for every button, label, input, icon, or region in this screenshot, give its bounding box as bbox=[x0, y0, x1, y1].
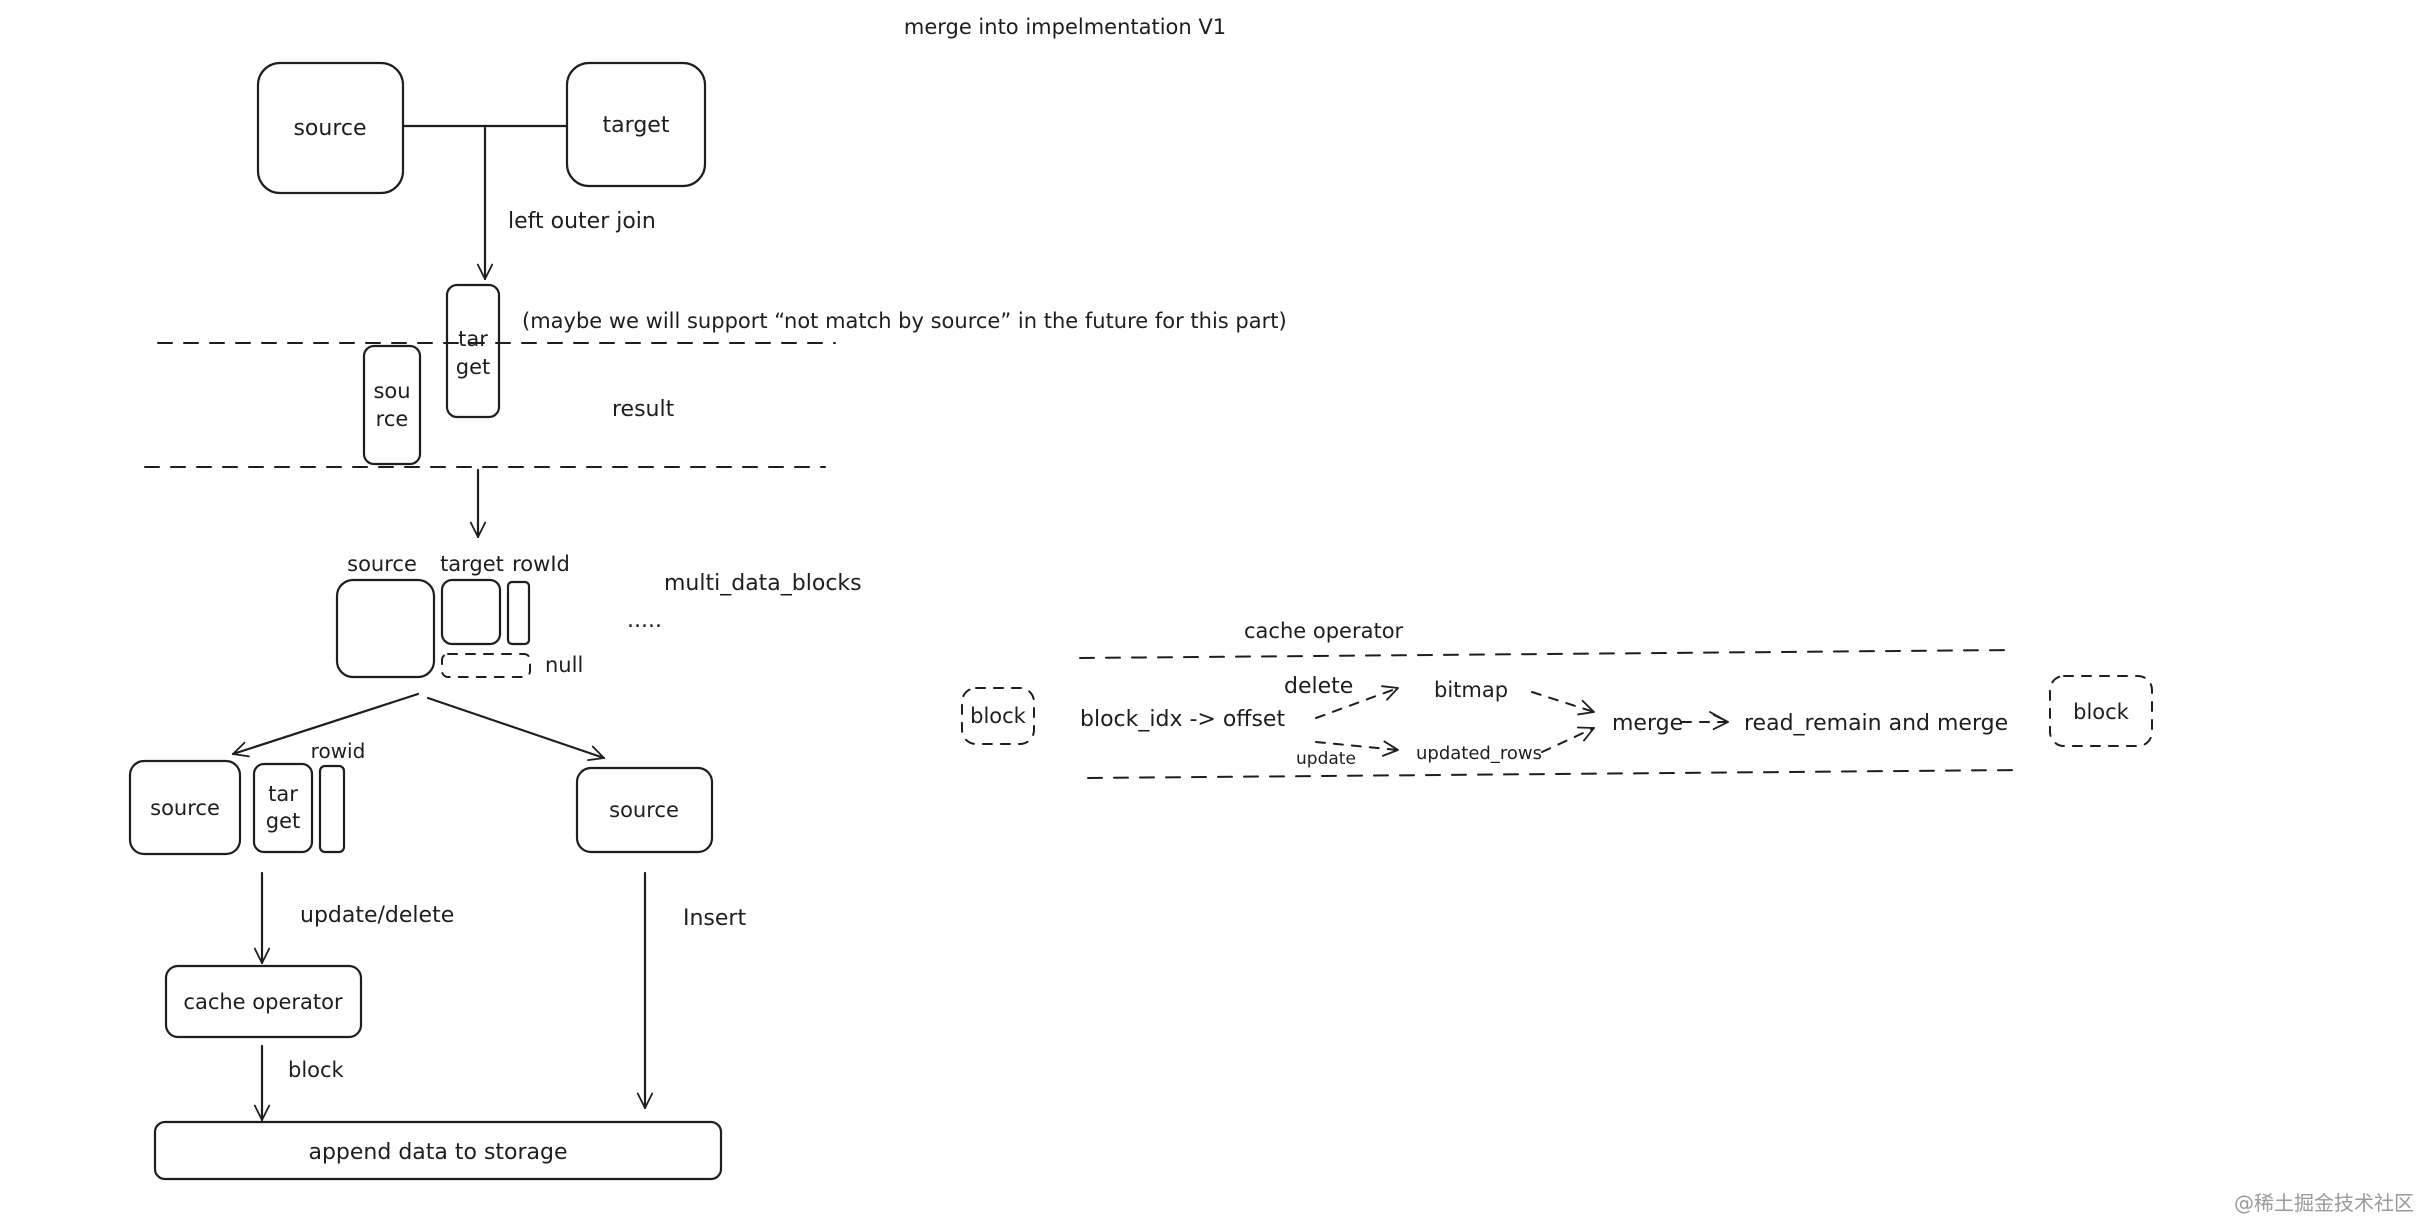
insert-label: Insert bbox=[683, 906, 746, 931]
right-source-box bbox=[575, 766, 714, 854]
blocks-ellipsis: ..... bbox=[627, 608, 662, 633]
rows-to-merge-arrow bbox=[1541, 726, 1595, 753]
cache-detail-title: cache operator bbox=[1244, 619, 1404, 643]
source-stacked-2: rce bbox=[376, 407, 409, 431]
blocks-target-box bbox=[440, 578, 502, 646]
block-out-box bbox=[2049, 675, 2153, 747]
target-box-top-label: target bbox=[603, 113, 670, 138]
source-stacked-box bbox=[362, 344, 422, 466]
right-source-label: source bbox=[609, 798, 679, 822]
future-note: (maybe we will support “not match by sou… bbox=[522, 309, 1287, 333]
block-out-label: block bbox=[2073, 700, 2130, 724]
blocks-rowid-box bbox=[506, 580, 531, 646]
join-label: left outer join bbox=[508, 209, 656, 234]
cache-dash-top bbox=[1079, 649, 2013, 659]
diagram-title: merge into impelmentation V1 bbox=[904, 15, 1226, 39]
split-left-arrow bbox=[231, 692, 420, 758]
read-remain-label: read_remain and merge bbox=[1744, 711, 2008, 736]
cache-dash-bottom bbox=[1087, 769, 2021, 779]
bitmap-to-merge-arrow bbox=[1531, 691, 1595, 716]
left-target-1: tar bbox=[268, 782, 298, 806]
blocks-rowid-label: rowId bbox=[512, 552, 570, 576]
watermark: @稀土掘金技术社区 bbox=[2234, 1191, 2414, 1215]
target-box-top bbox=[565, 61, 707, 188]
left-target-box bbox=[252, 762, 314, 854]
left-rowid-box bbox=[318, 764, 346, 854]
bitmap-label: bitmap bbox=[1434, 678, 1508, 702]
blocks-source-box bbox=[335, 578, 436, 679]
left-rowid-label: rowid bbox=[311, 739, 366, 763]
append-box bbox=[153, 1120, 723, 1181]
merge-to-read-arrow-double bbox=[1709, 711, 1729, 723]
left-source-label: source bbox=[150, 796, 220, 820]
append-label: append data to storage bbox=[308, 1140, 567, 1165]
update-delete-label: update/delete bbox=[300, 903, 454, 928]
left-source-box bbox=[128, 759, 242, 856]
multi-data-blocks-label: multi_data_blocks bbox=[664, 571, 862, 596]
to-updated-rows-arrow bbox=[1315, 740, 1399, 757]
left-target-2: get bbox=[266, 809, 300, 833]
result-label: result bbox=[612, 397, 675, 422]
block-in-box bbox=[961, 687, 1035, 745]
blocks-null-label: null bbox=[545, 653, 583, 677]
source-stacked-1: sou bbox=[373, 379, 410, 403]
merge-label: merge bbox=[1612, 711, 1683, 736]
target-stacked-2: get bbox=[456, 355, 490, 379]
update-label: update bbox=[1296, 749, 1356, 769]
source-box-top-label: source bbox=[293, 116, 366, 141]
target-stacked-1: tar bbox=[458, 327, 488, 351]
split-right-arrow bbox=[426, 696, 606, 762]
blocks-source-label: source bbox=[347, 552, 417, 576]
updated-rows-label: updated_rows bbox=[1416, 743, 1542, 764]
block-label: block bbox=[288, 1058, 345, 1082]
to-bitmap-arrow bbox=[1315, 685, 1399, 719]
cache-operator-label: cache operator bbox=[183, 990, 343, 1014]
mapping-label: block_idx -> offset bbox=[1080, 707, 1285, 732]
delete-label: delete bbox=[1284, 674, 1353, 699]
target-stacked-box bbox=[445, 283, 501, 419]
source-box-top bbox=[256, 61, 405, 195]
cache-operator-box bbox=[164, 964, 363, 1039]
block-in-label: block bbox=[970, 704, 1027, 728]
blocks-null-box bbox=[441, 653, 531, 678]
blocks-target-label: target bbox=[440, 552, 504, 576]
